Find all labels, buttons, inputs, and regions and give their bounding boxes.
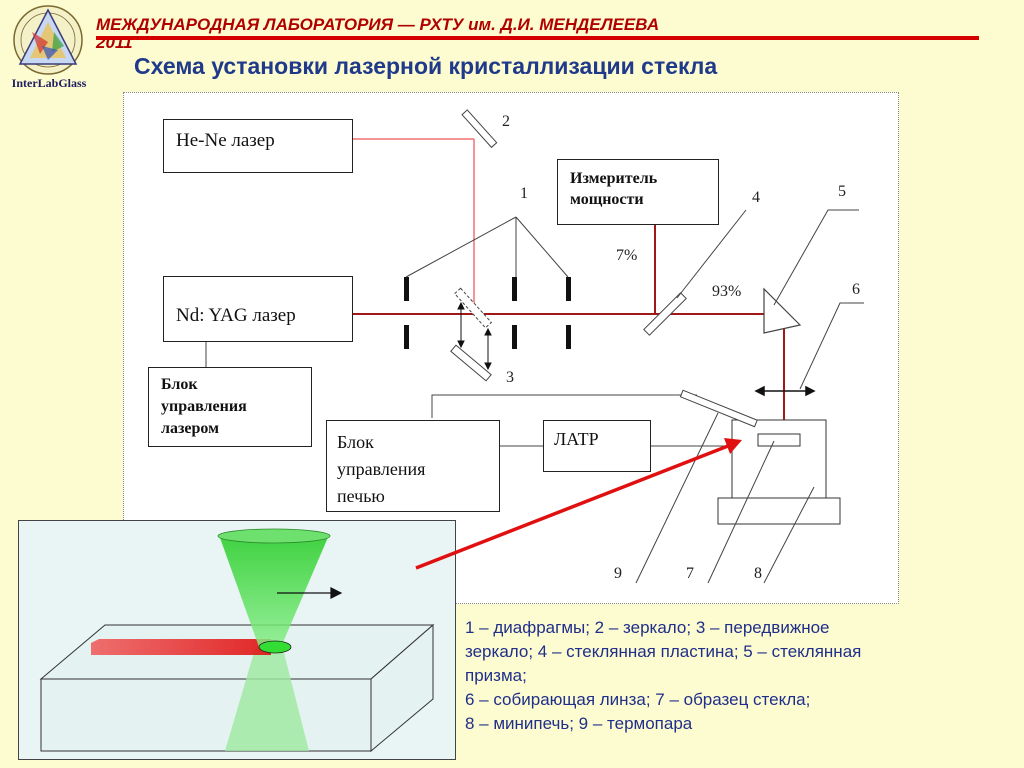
laser-cone-top <box>217 528 331 544</box>
diaphragms <box>404 277 571 349</box>
legend: 1 – диафрагмы; 2 – зеркало; 3 – передвиж… <box>465 616 1015 736</box>
crystallized-track <box>91 639 271 655</box>
callout-2: 2 <box>502 113 510 130</box>
leader-line-4 <box>676 209 747 299</box>
furnace-control-box: Блок управления печью <box>326 420 500 512</box>
callout-7: 7 <box>686 565 694 582</box>
glass-block-front <box>40 678 372 752</box>
furnace-body <box>731 419 827 499</box>
laser-control-label-3: лазером <box>161 420 219 437</box>
laser-control-label-2: управления <box>161 398 247 415</box>
header-title: МЕЖДУНАРОДНАЯ ЛАБОРАТОРИЯ — РХТУ им. Д.И… <box>96 16 816 52</box>
leader-lines-1 <box>405 216 569 278</box>
laser-cone-upper <box>219 535 329 647</box>
legend-line-3: призма; <box>465 666 527 685</box>
header-rule <box>96 36 979 40</box>
glass-sample-7 <box>757 433 801 447</box>
slide-title: Схема установки лазерной кристаллизации … <box>134 53 718 79</box>
leader-line-6 <box>799 302 864 390</box>
callout-6: 6 <box>852 281 860 298</box>
laser-control-box: Блок управления лазером <box>148 367 312 447</box>
interlabglass-logo <box>2 2 94 92</box>
callout-9: 9 <box>614 565 622 582</box>
percent-7-label: 7% <box>616 247 638 264</box>
logo-caption: InterLabGlass <box>11 76 87 90</box>
glass-prism-5 <box>763 287 802 334</box>
ndyag-beam <box>353 213 785 423</box>
laser-control-label-1: Блок <box>161 376 198 393</box>
furnace-base <box>717 497 841 525</box>
power-meter-label-1: Измеритель <box>570 170 658 187</box>
furnace-control-label-2: управления <box>337 459 426 479</box>
mirror-3-arrows <box>457 301 492 371</box>
ndyag-laser-label: Nd: YAG лазер <box>176 305 296 326</box>
laser-track-inset <box>18 520 456 760</box>
power-meter-label-2: мощности <box>570 191 644 208</box>
header-lab-name: МЕЖДУНАРОДНАЯ ЛАБОРАТОРИЯ — РХТУ им. Д.И… <box>96 15 660 34</box>
latr-label: ЛАТР <box>554 429 599 449</box>
hene-laser-box: He-Ne лазер <box>163 119 353 173</box>
ndyag-laser-box: Nd: YAG лазер <box>163 276 353 342</box>
callout-3: 3 <box>506 369 514 386</box>
legend-line-4: 6 – собирающая линза; 7 – образец стекла… <box>465 690 811 709</box>
laser-focus-spot <box>258 640 292 654</box>
furnace-control-label-1: Блок <box>337 432 374 452</box>
power-meter-box: Измеритель мощности <box>557 159 719 225</box>
callout-8: 8 <box>754 565 762 582</box>
lens-6-arrow <box>754 385 816 397</box>
glass-plate-4 <box>643 292 687 336</box>
callout-4: 4 <box>752 189 760 206</box>
legend-line-1: 1 – диафрагмы; 2 – зеркало; 3 – передвиж… <box>465 618 830 637</box>
mirror-2 <box>461 109 498 149</box>
inset-drawing <box>39 528 435 753</box>
latr-box: ЛАТР <box>543 420 651 472</box>
hene-beam <box>353 138 475 313</box>
movable-mirror-3 <box>450 344 492 382</box>
movable-mirror-3-dashed <box>453 287 493 329</box>
legend-line-5: 8 – минипечь; 9 – термопара <box>465 714 693 733</box>
percent-93-label: 93% <box>712 283 742 300</box>
callout-5: 5 <box>838 183 846 200</box>
leader-line-5 <box>773 209 859 306</box>
furnace-control-label-3: печью <box>337 486 385 506</box>
glass-block-side <box>370 623 434 753</box>
laser-cone-lower <box>225 649 309 751</box>
hene-laser-label: He-Ne лазер <box>176 130 275 151</box>
scan-direction-arrow <box>277 587 343 599</box>
thermocouple-9 <box>679 389 758 428</box>
callout-1: 1 <box>520 185 528 202</box>
legend-line-2: зеркало; 4 – стеклянная пластина; 5 – ст… <box>465 642 862 661</box>
